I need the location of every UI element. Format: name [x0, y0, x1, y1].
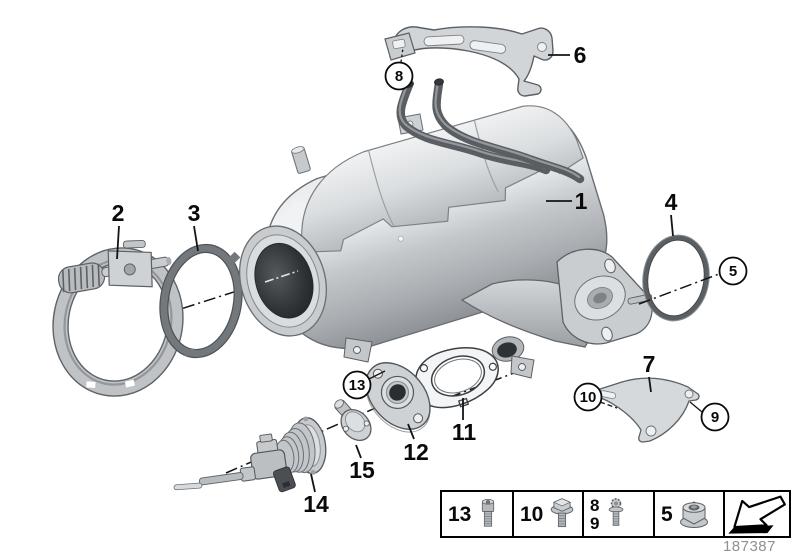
callout-11: 11 — [452, 419, 477, 445]
socket-head-screw-icon — [482, 498, 495, 527]
legend-label: 8 — [590, 495, 600, 515]
legend-label: 10 — [520, 502, 544, 526]
pressure-pipes — [396, 78, 585, 184]
callout-6: 6 — [574, 42, 587, 68]
svg-text:5: 5 — [729, 263, 737, 280]
svg-text:6: 6 — [574, 42, 587, 68]
legend-cell-13: 13 — [442, 492, 514, 536]
callout-10-circled: 10 — [573, 382, 603, 412]
legend-cell-5: 5 — [655, 492, 725, 536]
clamp-worm-screw — [57, 240, 172, 294]
callout-13-circled: 13 — [342, 370, 372, 400]
part-4-o-ring — [642, 234, 710, 322]
part-6-upper-bracket — [384, 26, 554, 97]
callout-14: 14 — [303, 491, 329, 517]
callout-8-circled: 8 — [384, 61, 414, 91]
svg-text:14: 14 — [303, 491, 329, 517]
flange-nut-icon — [679, 501, 708, 528]
legend-label: 5 — [661, 502, 673, 526]
legend-cell-8-9: 8 9 — [584, 492, 655, 536]
callout-4: 4 — [665, 189, 678, 215]
callout-7: 7 — [643, 351, 656, 377]
heat-shield — [301, 105, 584, 253]
callout-15: 15 — [349, 457, 375, 483]
svg-text:3: 3 — [188, 200, 201, 226]
part-11-gasket — [415, 347, 499, 409]
legend-cell-arrow — [725, 492, 789, 536]
callout-3: 3 — [188, 200, 201, 226]
part-12-flange — [365, 362, 431, 433]
svg-text:12: 12 — [403, 439, 429, 465]
callout-12: 12 — [403, 439, 429, 465]
svg-text:11: 11 — [452, 419, 477, 445]
svg-text:13: 13 — [349, 377, 366, 394]
drawing-number: 187387 — [722, 538, 776, 555]
fastener-legend: 13 10 8 9 5 — [440, 490, 791, 538]
part-15-flange-disc — [334, 399, 372, 441]
svg-text:7: 7 — [643, 351, 656, 377]
legend-label: 13 — [448, 502, 472, 526]
part-7-lower-bracket — [597, 377, 700, 443]
callout-9-circled: 9 — [700, 402, 730, 432]
part-2-v-band-clamp — [52, 240, 184, 397]
svg-text:1: 1 — [575, 188, 588, 214]
torx-screw-icon — [609, 498, 624, 526]
part-1-catalytic-converter-body — [238, 105, 608, 363]
legend-label-stack: 8 9 — [590, 497, 599, 532]
part-14-actuator — [173, 416, 327, 493]
svg-text:9: 9 — [711, 409, 719, 426]
hex-flange-bolt-icon — [551, 498, 574, 528]
svg-text:8: 8 — [395, 68, 403, 85]
callout-2: 2 — [112, 200, 125, 226]
callout-1: 1 — [575, 188, 588, 214]
svg-text:4: 4 — [665, 189, 678, 215]
legend-cell-10: 10 — [514, 492, 584, 536]
svg-text:15: 15 — [349, 457, 375, 483]
part-3-ring-gasket — [159, 243, 243, 359]
direction-arrow-icon — [728, 495, 786, 534]
callout-5-circled: 5 — [718, 256, 748, 286]
legend-label: 9 — [590, 513, 600, 533]
outlet-flange-assembly — [460, 248, 653, 379]
leader-lines — [116, 47, 703, 493]
svg-text:10: 10 — [580, 389, 597, 406]
svg-text:2: 2 — [112, 200, 125, 226]
